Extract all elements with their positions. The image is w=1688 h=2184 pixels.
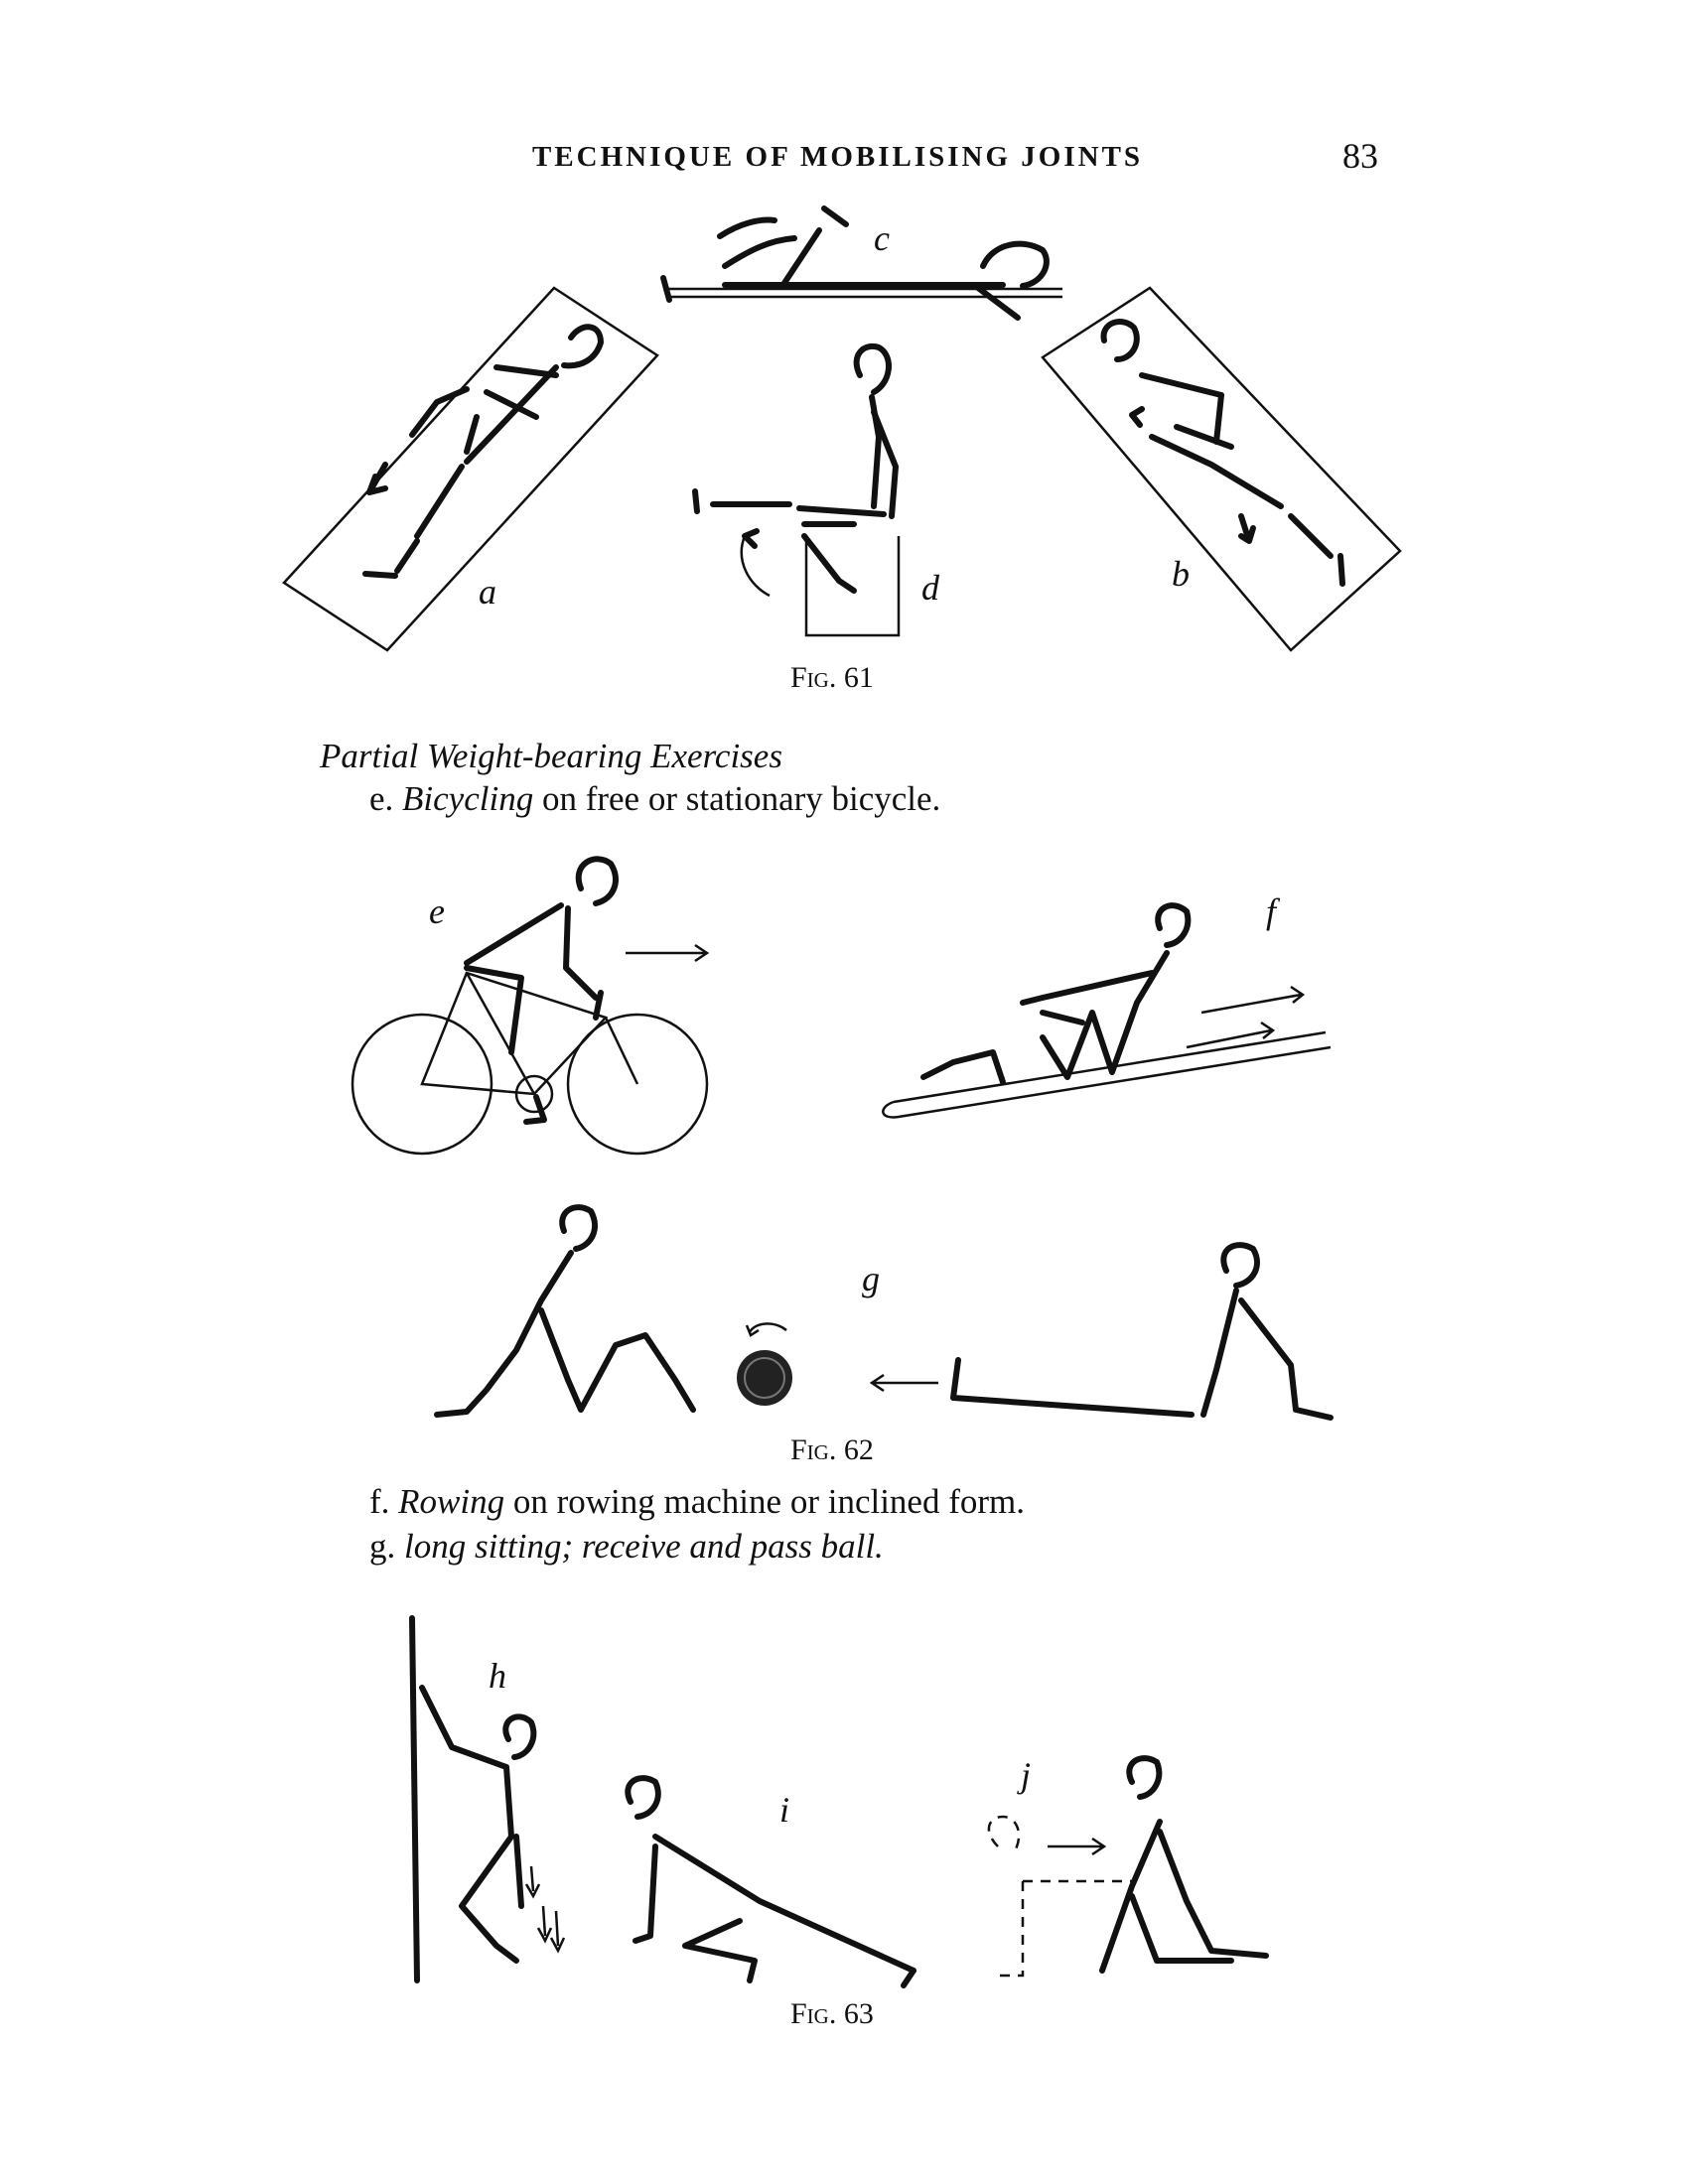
item-e-rest: on free or stationary bicycle. (533, 779, 941, 818)
fig61-b-drawing (1041, 286, 1402, 652)
item-f-emph: Rowing (398, 1482, 505, 1521)
fig61-d-drawing (692, 342, 901, 637)
fig61-label-d: d (921, 568, 940, 608)
fig62-caption: Fig. 62 (790, 1433, 874, 1466)
fig62-f-drawing (882, 902, 1332, 1119)
item-f-marker: f. (369, 1482, 390, 1521)
item-e-emph: Bicycling (402, 779, 534, 818)
fig61-a-drawing (282, 286, 659, 652)
fig62-e-drawing (351, 856, 710, 1156)
fig63-label-j: j (1017, 1755, 1031, 1795)
fig62-label-g: g (862, 1259, 880, 1298)
fig63-i-drawing (625, 1775, 916, 1988)
fig63-label-i: i (779, 1790, 789, 1830)
item-g: g. long sitting; receive and pass ball. (369, 1527, 884, 1567)
page-number: 83 (1342, 136, 1378, 176)
fig61-label-b: b (1172, 554, 1190, 594)
fig62-label-e: e (429, 891, 445, 931)
fig63-j-drawing (987, 1755, 1269, 1978)
item-g-emph: long sitting; receive and pass ball. (404, 1527, 884, 1566)
fig61-caption: Fig. 61 (790, 661, 874, 694)
item-e: e. Bicycling on free or stationary bicyc… (369, 779, 940, 819)
section-title: Partial Weight-bearing Exercises (320, 737, 782, 775)
fig61-c-drawing (660, 205, 1062, 321)
fig61-label-a: a (479, 572, 496, 612)
fig63-label-h: h (489, 1656, 506, 1696)
fig62-label-f: f (1266, 891, 1281, 931)
fig63-caption: Fig. 63 (790, 1997, 874, 2030)
fig62-g-drawing (434, 1204, 1334, 1421)
item-e-marker: e. (369, 779, 394, 818)
item-g-marker: g. (369, 1527, 396, 1566)
item-f: f. Rowing on rowing machine or inclined … (369, 1482, 1025, 1522)
running-title: TECHNIQUE OF MOBILISING JOINTS (532, 141, 1144, 173)
fig61-label-c: c (874, 218, 890, 258)
item-f-rest: on rowing machine or inclined form. (504, 1482, 1025, 1521)
fig63-h-drawing (409, 1615, 566, 1983)
